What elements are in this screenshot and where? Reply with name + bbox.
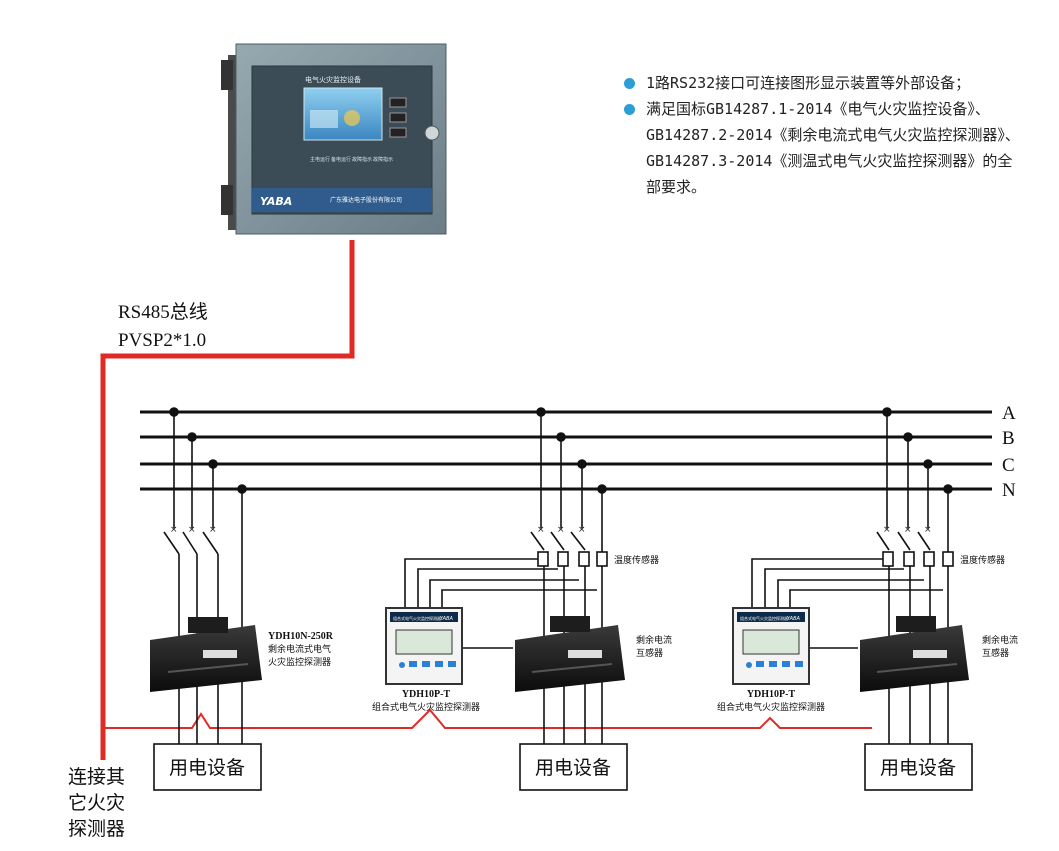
controller-buttons xyxy=(389,97,407,138)
right-temp-sensor-label: 温度传感器 xyxy=(960,554,1005,566)
right-detector-model: YDH10P-T xyxy=(747,689,796,700)
svg-text:主电运行: 主电运行 xyxy=(310,156,330,163)
connect-other-line2: 它火灾 xyxy=(68,792,125,814)
phase-b-label: B xyxy=(1002,428,1015,449)
svg-text:故障指示: 故障指示 xyxy=(373,156,393,163)
phase-n-label: N xyxy=(1002,480,1016,501)
right-ct-label-2: 互感器 xyxy=(982,647,1009,659)
equipment-boxes xyxy=(153,743,973,791)
svg-text:×: × xyxy=(904,525,912,535)
rs485-bus xyxy=(100,240,872,760)
feature-list: 1路RS232接口可连接图形显示装置等外部设备； 满足国标GB14287.1-2… xyxy=(622,70,1022,200)
left-detector-desc-1: 剩余电流式电气 xyxy=(268,643,331,655)
svg-text:备电运行: 备电运行 xyxy=(331,156,351,163)
bullet-dot-icon xyxy=(624,78,635,89)
left-detector-model: YDH10N-250R xyxy=(268,631,334,642)
right-combined-detector: 组合式电气火灾监控探测器 YABA xyxy=(732,607,810,685)
svg-text:×: × xyxy=(883,525,891,535)
phase-busbars xyxy=(140,410,992,491)
left-detector-desc-2: 火灾监控探测器 xyxy=(268,656,331,668)
left-branch: × × × xyxy=(163,407,247,745)
svg-text:×: × xyxy=(188,525,196,535)
right-residual-ct xyxy=(860,616,969,692)
svg-text:×: × xyxy=(537,525,545,535)
equipment-label-left: 用电设备 xyxy=(169,757,245,779)
equipment-box-middle xyxy=(519,743,628,791)
feature-item: 1路RS232接口可连接图形显示装置等外部设备； xyxy=(622,70,1022,96)
svg-text:组合式电气火灾监控探测器: 组合式电气火灾监控探测器 xyxy=(393,615,441,621)
controller-cabinet: 电气火灾监控设备 主电运行 备电运行 故障指示 故障指示 YABA 广东雅达电子… xyxy=(221,43,447,235)
bus-label-line2: PVSP2*1.0 xyxy=(118,330,206,351)
phase-c-label: C xyxy=(1002,455,1015,476)
connect-other-line1: 连接其 xyxy=(68,766,125,788)
controller-title: 电气火灾监控设备 xyxy=(305,75,361,84)
svg-text:YABA: YABA xyxy=(787,616,801,622)
feature-text: 1路RS232接口可连接图形显示装置等外部设备； xyxy=(646,74,971,92)
svg-text:×: × xyxy=(170,525,178,535)
equipment-label-middle: 用电设备 xyxy=(535,757,611,779)
mid-detector-model: YDH10P-T xyxy=(402,689,451,700)
svg-text:组合式电气火灾监控探测器: 组合式电气火灾监控探测器 xyxy=(740,615,788,621)
phase-a-label: A xyxy=(1002,403,1016,424)
phase-labels: A B C N xyxy=(1002,403,1016,501)
mid-ct-label-1: 剩余电流 xyxy=(636,634,672,646)
equipment-box-left xyxy=(153,743,262,791)
mid-detector-desc: 组合式电气火灾监控探测器 xyxy=(372,701,480,713)
svg-text:故障指示: 故障指示 xyxy=(352,156,372,163)
mid-temp-sensor-label: 温度传感器 xyxy=(614,554,659,566)
left-residual-ct xyxy=(150,617,262,692)
svg-text:×: × xyxy=(557,525,565,535)
bus-label-line1: RS485总线 xyxy=(118,301,208,323)
equipment-box-right xyxy=(864,743,973,791)
connect-other-line3: 探测器 xyxy=(68,818,125,840)
right-detector-desc: 组合式电气火灾监控探测器 xyxy=(717,701,825,713)
right-ct-label-1: 剩余电流 xyxy=(982,634,1018,646)
mid-residual-ct xyxy=(515,616,625,692)
mid-ct-label-2: 互感器 xyxy=(636,647,663,659)
feature-item: 满足国标GB14287.1-2014《电气火灾监控设备》、GB14287.2-2… xyxy=(622,96,1022,200)
controller-brand: YABA xyxy=(260,195,292,208)
indicator-labels: 主电运行 备电运行 故障指示 故障指示 xyxy=(310,156,393,163)
bullet-dot-icon xyxy=(624,104,635,115)
equipment-label-right: 用电设备 xyxy=(880,757,956,779)
svg-text:×: × xyxy=(578,525,586,535)
svg-text:×: × xyxy=(209,525,217,535)
feature-text: 满足国标GB14287.1-2014《电气火灾监控设备》、GB14287.2-2… xyxy=(646,100,1020,196)
key-lock-icon xyxy=(424,125,440,141)
svg-text:YABA: YABA xyxy=(440,616,454,622)
mid-combined-detector: 组合式电气火灾监控探测器 YABA xyxy=(385,607,463,685)
controller-company: 广东雅达电子股份有限公司 xyxy=(330,196,402,204)
svg-text:×: × xyxy=(924,525,932,535)
